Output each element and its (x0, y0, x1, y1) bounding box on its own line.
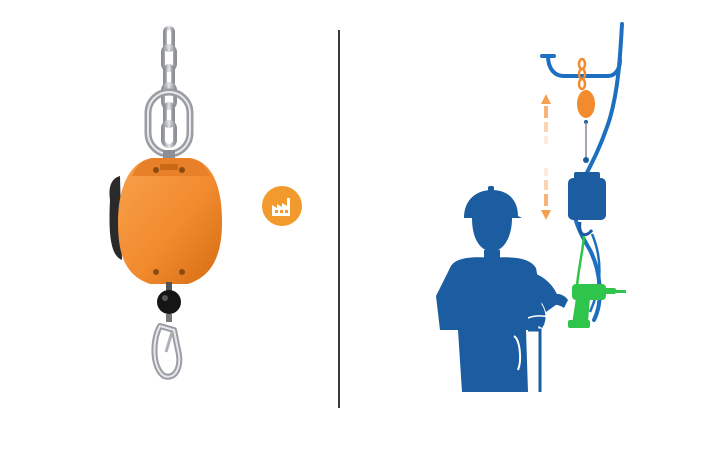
divider (338, 30, 340, 408)
usage-illustration-panel (342, 0, 720, 450)
small-chain (577, 57, 587, 91)
tool-retractor-image (109, 26, 222, 380)
up-down-arrow-icon (541, 94, 551, 220)
usage-illustration (436, 22, 626, 392)
tool-retractor-box (568, 172, 606, 237)
factory-badge (262, 186, 302, 226)
retractor-housing (109, 158, 222, 284)
chain (161, 26, 177, 148)
mini-retractor (577, 90, 595, 118)
factory-icon (272, 198, 290, 216)
worker-silhouette (436, 186, 568, 392)
snap-hook (151, 314, 183, 380)
stopper-ball (157, 290, 181, 314)
drill-icon (568, 284, 626, 328)
product-panel (0, 0, 338, 450)
